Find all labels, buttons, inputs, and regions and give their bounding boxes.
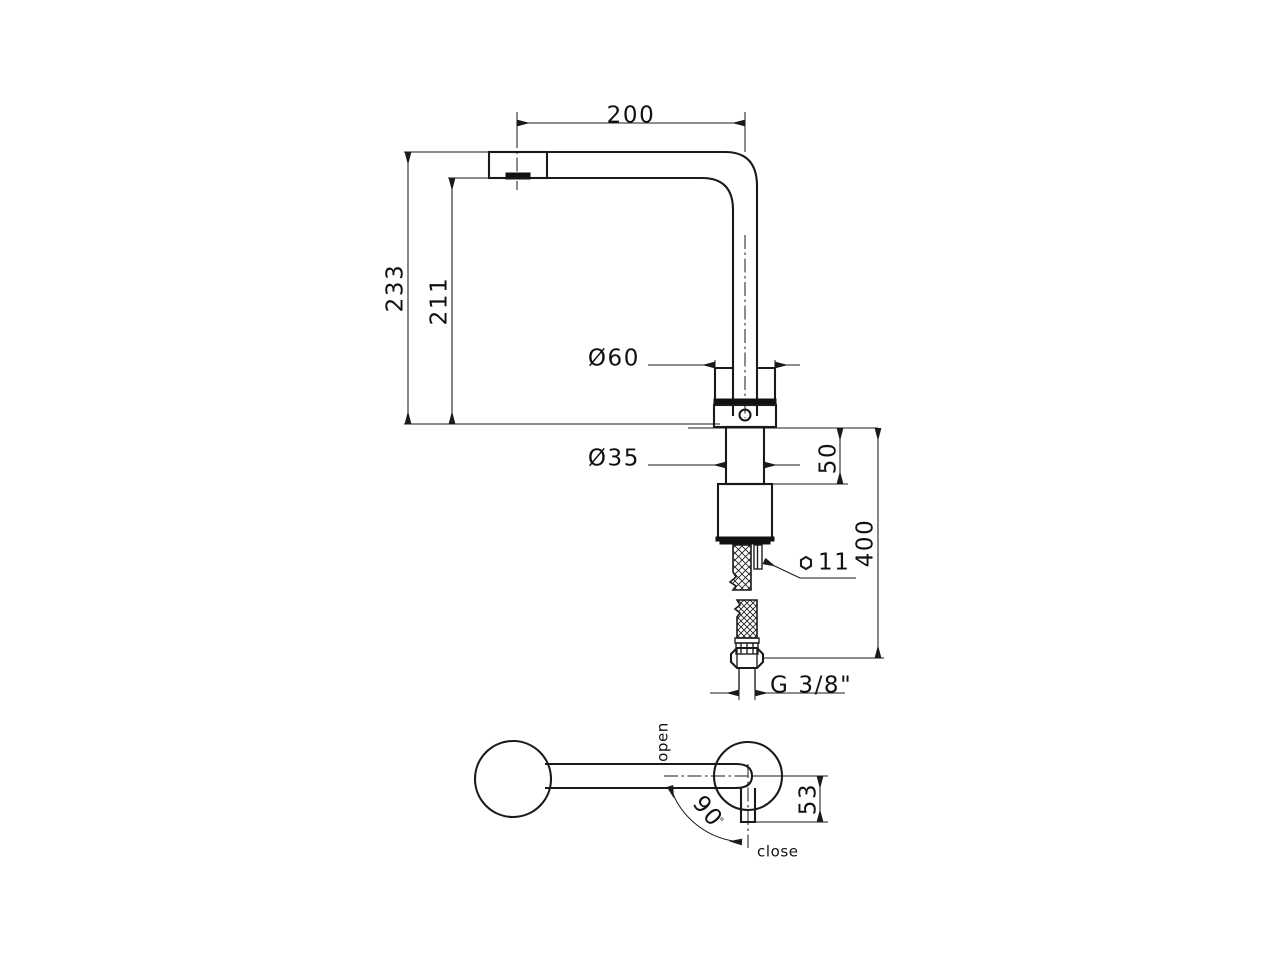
handle-top-view [473,739,800,848]
rotation-arc-90: 90 ° [666,784,743,846]
dimension-label-g38: G 3/8" [770,673,852,699]
dimension-hose-length: 400 [763,428,884,659]
lever-ball-end [473,739,553,819]
dimension-label-211: 211 [427,277,453,326]
callout-hex-11: 11 [762,550,856,579]
dimension-spout-clearance: 211 [427,177,548,424]
dimension-lever-height: 53 [752,775,828,823]
dimension-label-hex11: 11 [818,550,850,576]
dimension-label-d60: Ø60 [588,346,640,372]
degree-symbol: ° [720,817,725,828]
mounting-block [715,482,775,545]
dimension-shank-diameter: Ø35 [588,440,800,472]
dimension-label-233: 233 [383,264,409,313]
hex-nut [729,646,765,670]
dimension-label-200: 200 [607,103,656,129]
braided-flexible-hose [733,599,760,655]
mounting-shank [724,425,766,486]
label-close: close [757,843,799,861]
dimension-thread-connection: G 3/8" [710,668,852,700]
dimension-base-diameter: Ø60 [588,346,800,372]
dimension-label-400: 400 [853,519,879,568]
dimension-overall-height: 233 [383,151,720,425]
dimension-label-53: 53 [796,783,822,815]
threaded-stud [728,544,763,591]
front-elevation-view [487,134,878,690]
label-open: open [654,722,672,762]
dimension-label-50: 50 [816,442,842,474]
spout-arm-and-riser [546,150,759,416]
dimension-deck-thickness: 50 [764,428,848,485]
aerator-housing [487,150,549,180]
dimension-spout-reach: 200 [516,103,746,152]
dimension-label-d35: Ø35 [588,446,640,472]
